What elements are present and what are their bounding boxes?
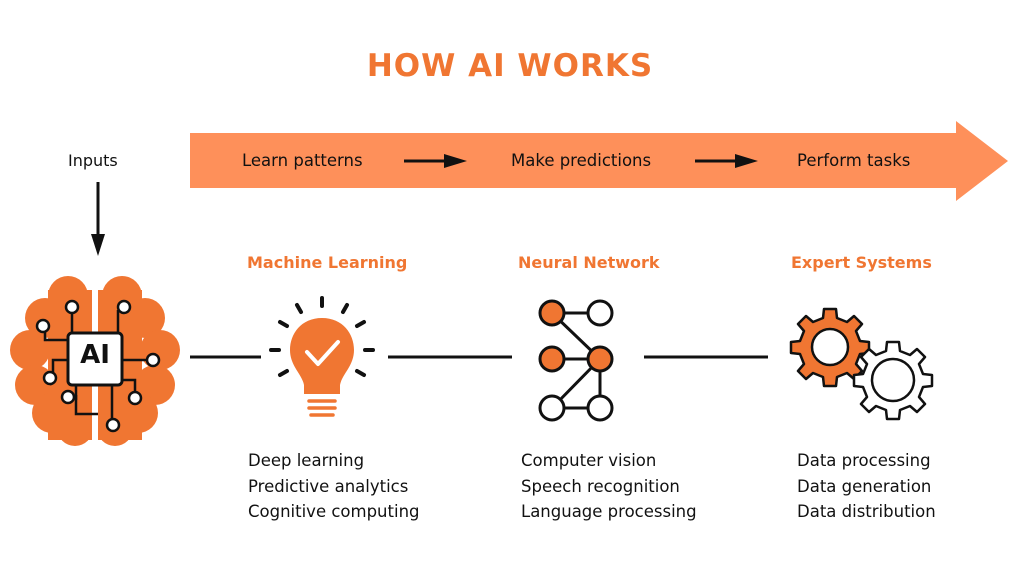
list-item: Computer vision bbox=[521, 451, 657, 470]
list-item: Predictive analytics bbox=[248, 476, 409, 496]
flow-step-make-predictions: Make predictions bbox=[511, 151, 652, 170]
category-title-expert-systems: Expert Systems bbox=[791, 253, 932, 272]
flow-step-learn-patterns: Learn patterns bbox=[242, 151, 363, 170]
step-arrow-icon bbox=[695, 154, 758, 168]
list-item: Data processing bbox=[797, 451, 931, 470]
feature-list-expert-systems: Data processing Data generation Data dis… bbox=[797, 448, 936, 525]
list-item: Language processing bbox=[521, 502, 697, 521]
category-title-machine-learning: Machine Learning bbox=[247, 253, 408, 272]
list-item: Deep learning bbox=[248, 451, 365, 470]
flow-band-arrow bbox=[190, 121, 1008, 201]
feature-list-neural-network: Computer vision Speech recognition Langu… bbox=[521, 448, 697, 525]
down-arrow-icon bbox=[91, 182, 105, 256]
list-item: Data distribution bbox=[797, 502, 936, 521]
feature-list-machine-learning: Deep learning Predictive analytics Cogni… bbox=[248, 448, 420, 525]
inputs-label: Inputs bbox=[68, 151, 118, 170]
list-item: Cognitive computing bbox=[248, 502, 420, 521]
ai-chip-label: AI bbox=[80, 340, 110, 370]
list-item: Speech recognition bbox=[521, 476, 680, 496]
step-arrow-icon bbox=[404, 154, 467, 168]
ai-brain-icon bbox=[10, 275, 180, 447]
flow-step-perform-tasks: Perform tasks bbox=[797, 151, 911, 170]
gears-icon bbox=[789, 307, 934, 421]
neural-network-icon bbox=[538, 299, 614, 422]
list-item: Data generation bbox=[797, 476, 932, 496]
lightbulb-check-icon bbox=[269, 296, 375, 417]
category-title-neural-network: Neural Network bbox=[518, 253, 660, 272]
page-title: HOW AI WORKS bbox=[366, 48, 654, 84]
